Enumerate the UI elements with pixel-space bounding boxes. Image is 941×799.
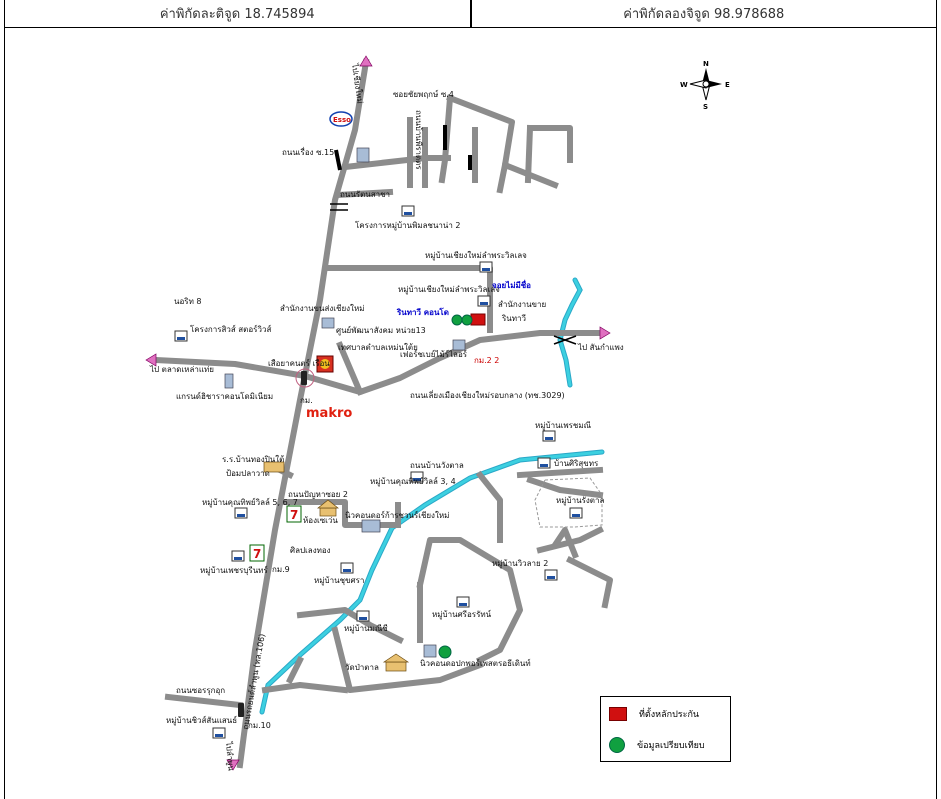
- label-jom: จอยไม่มีชื่อ: [492, 279, 531, 290]
- compass-w: W: [680, 81, 688, 89]
- label-to-sankamphaeng: ไป สันกำแพง: [577, 343, 624, 352]
- label-rinthavee: รินทาวี: [501, 314, 526, 323]
- label-km22: กม.2 2: [474, 356, 499, 365]
- label-elephant: เสือยาคนตร์ เรือน: [268, 358, 330, 368]
- label-village-chiangmai2: หมู่บ้านเชียงใหม่ลำพระวิลเลจ: [398, 285, 500, 295]
- label-wat: วัดป่าตาล: [345, 663, 379, 672]
- label-fresh: เฟอร์ชเบย์ไม้ร์ไลอร์: [400, 349, 468, 359]
- label-grand-house: นิวคอนดอร์ก้ารชวนร์เชียงใหม่: [345, 510, 449, 520]
- legend-comparison: ข้อมูลเปรียบเทียบ: [609, 737, 705, 753]
- label-municipality: เทศบาลตำบลเหม่นใต้ย: [338, 343, 418, 352]
- label-soi2: ถนนปัญหาซอย 2: [288, 490, 348, 499]
- label-kita: ศิลปเลงทอง: [290, 546, 331, 555]
- latitude-label: ค่าพิกัดละติจูด 18.745894: [5, 0, 472, 27]
- traffic-light-icons: [238, 371, 307, 717]
- compass-n: N: [703, 60, 709, 68]
- label-village-567: หมู่บ้านคุณทิพย์วิลล์ 5, 6, 7: [202, 497, 298, 508]
- comparison-marker-1[interactable]: [451, 314, 463, 326]
- label-ong-road: ถนนบ้านวังตาล: [410, 461, 464, 470]
- village-icons: [174, 205, 583, 739]
- svg-text:7: 7: [290, 508, 298, 522]
- road-network: [152, 58, 613, 769]
- label-soi15: ถนนเรื่อง ซ.15: [282, 146, 334, 157]
- label-soi4: ซอยชัยพฤกษ์ ซ.4: [393, 89, 454, 99]
- label-housing2: โครงการหมู่บ้านพิมลชนาน่า 2: [355, 220, 461, 231]
- map-legend: ที่ตั้งหลักประกัน ข้อมูลเปรียบเทียบ: [600, 696, 731, 762]
- collateral-marker[interactable]: [470, 313, 486, 326]
- label-temple: ร.ร.บ้านทองปินใต้: [222, 455, 284, 464]
- label-road-bottom: ถนนซอรรุกอุก: [176, 686, 225, 695]
- compass-s: S: [703, 103, 708, 111]
- coordinate-header: ค่าพิกัดละติจูด 18.745894 ค่าพิกัดลองจิจ…: [4, 0, 937, 28]
- label-office-chiangmai: สำนักงานขนส่งเชียงใหม่: [280, 304, 365, 313]
- label-to-market: ไป ตลาดเหล่าแท่ย: [149, 365, 214, 374]
- label-village-prom: หมู่บ้านเพรชมณี: [535, 421, 592, 431]
- label-village-34: หมู่บ้านคุณทิพย์วิลล์ 3, 4: [370, 476, 456, 487]
- label-condo-last: นิวคอนดอปกพอร์เพสตรอธีเดินท์: [420, 658, 531, 668]
- legend-collateral: ที่ตั้งหลักประกัน: [609, 707, 699, 721]
- label-village-siri: หมู่บ้านศรีอรรัทน์: [432, 609, 492, 620]
- comparison-marker-2[interactable]: [461, 314, 473, 326]
- longitude-label: ค่าพิกัดลองจิจูด 98.978688: [623, 7, 785, 22]
- building-icons: [224, 147, 466, 658]
- label-condo-museum: แกรนด์ฮิชาราคอนโดมิเนียม: [176, 391, 273, 401]
- label-village-suk: หมู่บ้านชุขศรา: [314, 576, 364, 586]
- label-office-sales: สำนักงานขาย: [498, 300, 546, 309]
- label-rintaree: รินทาวี คอนโด: [396, 307, 449, 317]
- label-km9: กม.9: [272, 565, 290, 574]
- legend-collateral-label: ที่ตั้งหลักประกัน: [639, 710, 700, 720]
- label-center: ศูนย์พัฒนาสังคม หน่วย13: [336, 325, 426, 336]
- compass-e: E: [725, 81, 730, 89]
- collateral-swatch: [609, 707, 627, 721]
- map-frame: [4, 28, 937, 799]
- label-siam: โครงการสิวส์ สตอร์วิวส์: [190, 324, 271, 334]
- label-village-last: หมู่บ้านชิวส์สันแสนธ์: [166, 715, 237, 726]
- label-village-sri: หมู่บ้านเพชรบุรีนทร์: [200, 565, 268, 576]
- direction-arrows: [145, 55, 611, 771]
- label-number-road: ถนนบ้านพีราตตร: [414, 110, 423, 170]
- label-village-cheang: หมู่บ้านรังตาล: [556, 496, 604, 506]
- label-km10: กม.10: [248, 721, 271, 730]
- label-village-mala: หมู่บ้านมณีชี: [344, 624, 388, 634]
- village-boundary: [534, 477, 603, 528]
- esso-text: Esso: [333, 116, 351, 124]
- comparison-swatch: [609, 737, 625, 753]
- legend-comparison-label: ข้อมูลเปรียบเทียบ: [637, 741, 705, 751]
- makro-logo: makro: [306, 406, 352, 421]
- compass-rose: N S E W: [680, 60, 730, 111]
- label-village-chiangmai: หมู่บ้านเชียงใหม่ลำพระวิลเลจ: [425, 251, 527, 261]
- label-nsa: ถนนรัตนสาชา: [340, 190, 390, 199]
- esso-logo: [329, 111, 353, 127]
- label-to-south: ไปลำพูน: [223, 740, 236, 772]
- label-fish: ป้อมปลาวาด: [226, 469, 270, 478]
- svg-text:7: 7: [253, 547, 261, 561]
- label-seven: ห้องเซเว่น: [303, 516, 338, 525]
- seven-eleven-icons: 7 7: [249, 505, 302, 562]
- label-km: กม.: [300, 396, 313, 405]
- map-labels: ไปเชียงใหม่ ไป สันกำแพง ไป ตลาดเหล่าแท่ย…: [149, 62, 624, 772]
- comparison-marker-3[interactable]: [438, 645, 452, 659]
- label-baan-siri: บ้านศิริสุขทร: [554, 459, 599, 468]
- label-norit: นอริท 8: [174, 297, 201, 306]
- label-village-v2: หมู่บ้านวิวลาย 2: [492, 559, 548, 569]
- label-road-3029: ถนนเลี่ยงเมืองเชียงใหม่รอบกลาง (ทช.3029): [410, 389, 565, 400]
